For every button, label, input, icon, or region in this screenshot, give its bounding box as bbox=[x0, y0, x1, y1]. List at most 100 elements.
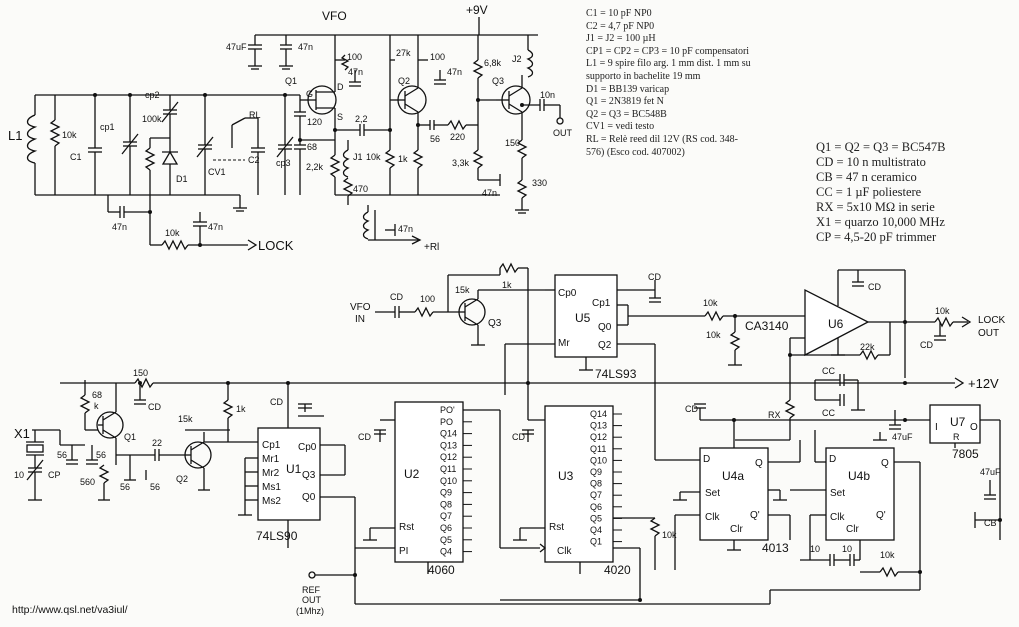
u1-pin-q0: Q0 bbox=[302, 492, 316, 503]
u5-chip bbox=[554, 274, 618, 358]
ic-pin-label: Q7 bbox=[440, 511, 452, 521]
u6-opamp bbox=[804, 288, 870, 357]
c47n-top-label: 47n bbox=[298, 42, 313, 52]
lock-out-label-2: OUT bbox=[978, 328, 999, 339]
ic-pin-label: Q14 bbox=[440, 429, 457, 439]
note-line: CC = 1 µF poliestere bbox=[816, 185, 922, 199]
ic-pin-label: Q8 bbox=[440, 499, 452, 509]
r10k-label: 10k bbox=[62, 130, 77, 140]
u4a-chip bbox=[699, 447, 769, 541]
r68k-1-label: 68 bbox=[92, 390, 102, 400]
cd-u6-label: CD bbox=[868, 282, 881, 292]
r6-8k-label: 6,8k bbox=[484, 58, 502, 68]
u1-pin-mr2: Mr2 bbox=[262, 468, 280, 479]
u4a-pin-set: Set bbox=[705, 488, 720, 499]
c47uf-a-label: 47uF bbox=[892, 432, 913, 442]
u4a-name: U4a bbox=[722, 469, 744, 483]
c47n-q3-label: 47n bbox=[482, 188, 497, 198]
u4b-chip bbox=[825, 447, 895, 541]
rl-label: RL bbox=[249, 110, 261, 120]
ic-pin-label: Q5 bbox=[590, 513, 602, 523]
u1-part: 74LS90 bbox=[256, 529, 298, 543]
r560-label: 560 bbox=[80, 477, 95, 487]
r1k-b-label: 1k bbox=[502, 280, 512, 290]
u4b-pin-set: Set bbox=[830, 488, 845, 499]
ic-pin-label: PO' bbox=[440, 405, 455, 415]
ic-pin-label: Q8 bbox=[590, 479, 602, 489]
u7-pin-i: I bbox=[935, 422, 938, 433]
u1-chip bbox=[257, 427, 321, 521]
ic-pin-label: Q1 bbox=[590, 537, 602, 547]
u1-pin-ms2: Ms2 bbox=[262, 496, 281, 507]
c47n-rl-label: 47n bbox=[398, 224, 413, 234]
cd1-label: CD bbox=[148, 402, 161, 412]
note-line: J1 = J2 = 100 µH bbox=[586, 33, 656, 45]
junction-dots bbox=[93, 93, 1002, 602]
u7-name: U7 bbox=[950, 415, 966, 429]
q2-label: Q2 bbox=[398, 76, 410, 86]
u3-part: 4020 bbox=[604, 563, 631, 577]
note-line: Q1 = 2N3819 fet N bbox=[586, 96, 664, 108]
cv1-label: CV1 bbox=[208, 167, 226, 177]
ic-pin-label: Q11 bbox=[440, 464, 456, 474]
u4a-pin-qn: Q' bbox=[750, 510, 760, 521]
lock-out-label-1: LOCK bbox=[978, 315, 1006, 326]
q1-drain-label: D bbox=[337, 82, 344, 92]
rx-label: RX bbox=[768, 410, 781, 420]
note-line: CP1 = CP2 = CP3 = 10 pF compensatori bbox=[586, 45, 750, 57]
u5-pin-cp1: Cp1 bbox=[592, 298, 611, 309]
u4b-pin-d: D bbox=[829, 454, 836, 465]
u4-part: 4013 bbox=[762, 541, 789, 555]
c10-a-label: 10 bbox=[810, 544, 820, 554]
r470-label: 470 bbox=[353, 184, 368, 194]
note-line: CP = 4,5-20 pF trimmer bbox=[816, 230, 937, 244]
q2-pll-label: Q2 bbox=[176, 474, 188, 484]
r150-label: 150 bbox=[505, 138, 520, 148]
plus12-label: +12V bbox=[968, 376, 999, 391]
u4b-pin-qn: Q' bbox=[876, 510, 886, 521]
u4b-pin-clk: Clk bbox=[830, 512, 845, 523]
u1-pin-cp1: Cp1 bbox=[262, 440, 281, 451]
ic-pin-label: Q6 bbox=[590, 502, 602, 512]
u4a-pin-clr: Clr bbox=[730, 524, 743, 535]
c56b-label: 56 bbox=[96, 450, 106, 460]
cd2-label: CD bbox=[270, 397, 283, 407]
r1k-a-label: 1k bbox=[236, 404, 246, 414]
note-line: Q1 = Q2 = Q3 = BC547B bbox=[816, 140, 946, 154]
ic-pin-label: Q5 bbox=[440, 535, 452, 545]
c47n-a-label: 47n bbox=[112, 222, 127, 232]
u7-part: 7805 bbox=[952, 447, 979, 461]
q1-gate-label: G bbox=[306, 89, 313, 99]
u7-pin-o: O bbox=[970, 422, 978, 433]
plus-rl-label: +Rl bbox=[424, 242, 439, 253]
r15k-a-label: 15k bbox=[178, 414, 193, 424]
cd4-label: CD bbox=[512, 432, 525, 442]
ic-pin-label: Q9 bbox=[590, 467, 602, 477]
ic-pin-label: Q11 bbox=[590, 444, 606, 454]
c10-label: 10 bbox=[14, 470, 24, 480]
u7-pin-r: R bbox=[953, 432, 960, 442]
ref-out-label-1: REF bbox=[302, 585, 321, 595]
r10k-a-label: 10k bbox=[703, 298, 718, 308]
u4a-pin-q: Q bbox=[755, 458, 763, 469]
u4a-pin-d: D bbox=[703, 454, 710, 465]
cc1-label: CC bbox=[822, 366, 835, 376]
u6-name: U6 bbox=[828, 317, 844, 331]
ic-pin-label: Q4 bbox=[590, 525, 602, 535]
r3-3k-label: 3,3k bbox=[452, 158, 470, 168]
u3-chip bbox=[544, 405, 614, 563]
vfo-in-label-1: VFO bbox=[350, 302, 371, 313]
cp-label: CP bbox=[48, 470, 61, 480]
c47n-q1-label: 47n bbox=[348, 67, 363, 77]
q1-label: Q1 bbox=[285, 76, 297, 86]
r100-label: 100 bbox=[347, 52, 362, 62]
c56-label: 56 bbox=[430, 134, 440, 144]
note-line: CD = 10 n multistrato bbox=[816, 155, 926, 169]
pll-section: X1 10 CP 56 56 68 k Q1 560 bbox=[14, 262, 1006, 616]
note-line: X1 = quarzo 10,000 MHz bbox=[816, 215, 945, 229]
r100b-label: 100 bbox=[430, 52, 445, 62]
note-line: CB = 47 n ceramico bbox=[816, 170, 917, 184]
note-line: 576) (Esco cod. 407002) bbox=[586, 146, 685, 158]
r220-label: 220 bbox=[450, 132, 465, 142]
